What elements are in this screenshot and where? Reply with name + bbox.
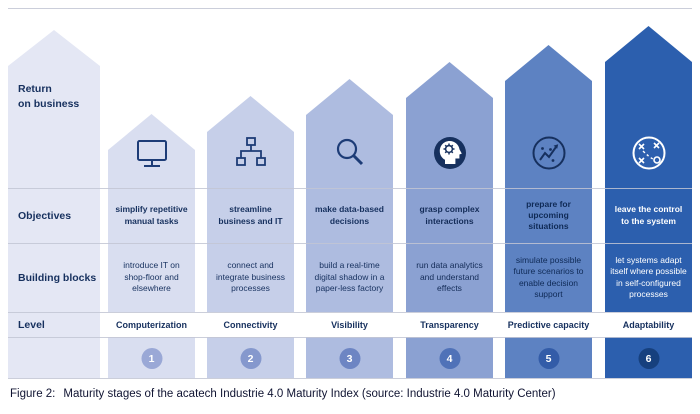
stage-number-badge: 1 <box>141 348 162 369</box>
stage-building-block: run data analytics and understand effect… <box>416 260 483 294</box>
forecast-chart-icon <box>505 126 592 180</box>
stage-level-label: Adaptability <box>622 319 675 330</box>
stage-objective: make data-based decisions <box>315 204 384 226</box>
return-on-business-arrow: Return on business <box>8 30 100 378</box>
stage-number: 4 <box>446 352 453 365</box>
stage-building-block: build a real-time digital shadow in a pa… <box>314 260 385 294</box>
figure-caption-text: Maturity stages of the acatech Industrie… <box>63 388 556 400</box>
stage-level-label: Connectivity <box>223 319 278 330</box>
magnifier-icon <box>306 126 393 180</box>
network-hierarchy-icon <box>207 126 294 180</box>
stage-number-badge: 4 <box>439 348 460 369</box>
row-divider-building-blocks <box>8 243 692 244</box>
stage-number-badge: 5 <box>538 348 559 369</box>
stage-column-predictive-capacity: prepare for upcoming situations simulate… <box>505 45 592 378</box>
stage-number-badge: 2 <box>240 348 261 369</box>
stage-level-band: Transparency <box>406 312 493 337</box>
stage-number: 1 <box>148 352 155 365</box>
head-gears-icon <box>406 126 493 180</box>
stage-column-transparency: grasp complex interactions run data anal… <box>406 62 493 378</box>
stage-level-label: Transparency <box>420 319 479 330</box>
stage-objective: grasp complex interactions <box>419 204 480 226</box>
stage-level-band: Connectivity <box>207 312 294 337</box>
stage-column-connectivity: streamline business and IT connect and i… <box>207 96 294 378</box>
stage-objective: prepare for upcoming situations <box>526 198 571 232</box>
stage-number-badge: 3 <box>339 348 360 369</box>
stage-building-block: connect and integrate business processes <box>216 260 285 294</box>
level-row-label: Level <box>18 318 45 331</box>
stage-number: 5 <box>545 352 552 365</box>
stage-column-computerization: simplify repetitive manual tasks introdu… <box>108 114 195 378</box>
stage-number: 2 <box>247 352 254 365</box>
stage-number: 6 <box>645 352 652 365</box>
strategy-icon <box>605 126 692 180</box>
stage-number-badge: 6 <box>638 348 659 369</box>
stage-objective: leave the control to the system <box>614 204 683 226</box>
stage-number: 3 <box>346 352 353 365</box>
stage-level-band: Visibility <box>306 312 393 337</box>
row-divider-level-bottom <box>8 337 692 338</box>
stage-level-label: Predictive capacity <box>507 319 590 330</box>
figure-caption-label: Figure 2: <box>10 388 56 400</box>
stage-building-block: introduce IT on shop-floor and elsewhere <box>123 260 180 294</box>
row-divider-objectives <box>8 188 692 189</box>
stage-level-band: Predictive capacity <box>505 312 592 337</box>
figure-caption: Figure 2: Maturity stages of the acatech … <box>10 388 556 400</box>
stage-level-band: Adaptability <box>605 312 692 337</box>
stage-level-band: Computerization <box>108 312 195 337</box>
stage-level-label: Computerization <box>116 319 187 330</box>
stage-objective: streamline business and IT <box>218 204 283 226</box>
stage-building-block: let systems adapt itself where possible … <box>610 254 687 299</box>
figure-bottom-line <box>8 378 692 379</box>
building-blocks-row-label: Building blocks <box>18 271 97 284</box>
row-divider-level-top <box>8 312 692 313</box>
return-on-business-label: Return on business <box>18 83 80 110</box>
computer-monitor-icon <box>108 126 195 180</box>
stage-objective: simplify repetitive manual tasks <box>115 204 188 226</box>
stage-building-block: simulate possible future scenarios to en… <box>513 254 584 299</box>
stage-column-visibility: make data-based decisions build a real-t… <box>306 79 393 378</box>
stage-column-adaptability: leave the control to the system let syst… <box>605 26 692 378</box>
objectives-row-label: Objectives <box>18 209 72 222</box>
stage-level-label: Visibility <box>331 319 368 330</box>
frame-top-line <box>8 8 692 9</box>
